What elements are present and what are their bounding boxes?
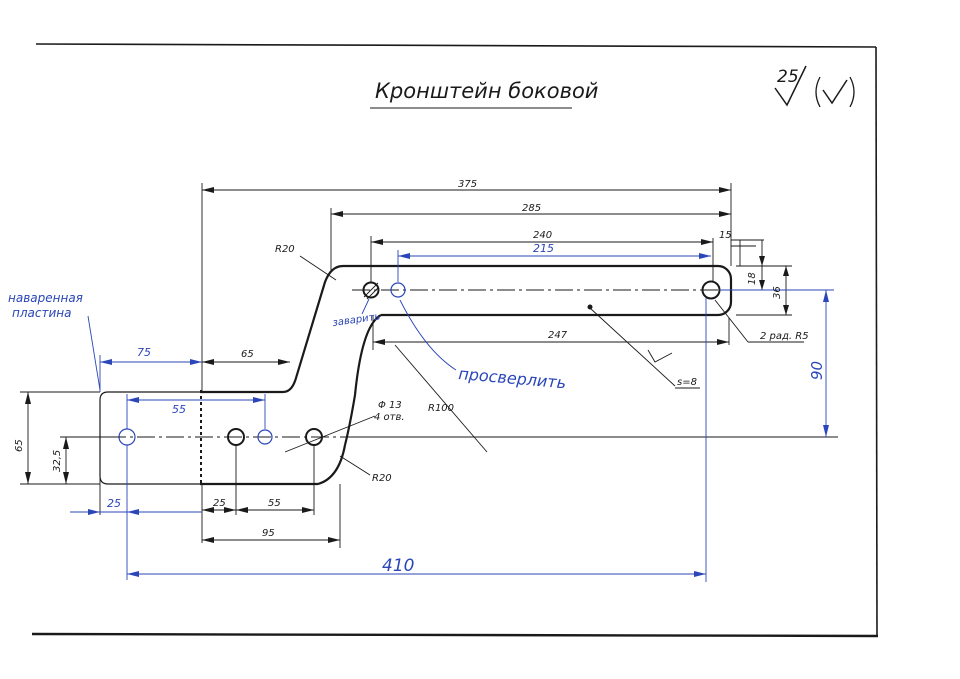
roughness-value: 25	[777, 67, 799, 87]
dim-18: 18	[747, 272, 758, 285]
dim-95: 95	[262, 528, 275, 539]
hole-bottom-drill	[257, 429, 273, 445]
roughness-symbol: 25	[774, 65, 855, 108]
radius-r20-bottom: R20	[372, 473, 392, 484]
bracket-outline	[99, 264, 733, 486]
hole-top-welded	[362, 281, 380, 299]
frame-top	[35, 43, 877, 48]
hole-slot-end	[701, 280, 721, 300]
drawing-title: Кронштейн боковой	[375, 79, 598, 103]
blue-dimension-lines	[70, 250, 834, 582]
frame-bottom	[31, 632, 879, 638]
dim-25: 25	[213, 498, 226, 509]
dim-240: 240	[533, 230, 552, 241]
dimension-lines	[25, 187, 804, 543]
radius-r100: R100	[428, 403, 454, 414]
dim-65-side: 65	[14, 439, 25, 452]
dim-285: 285	[522, 203, 541, 214]
extension-lines	[20, 183, 792, 548]
dim-15: 15	[719, 230, 732, 241]
frame-right	[875, 46, 878, 637]
hole-diameter: Φ 13	[378, 400, 402, 411]
slot-radius-note: 2 рад. R5	[760, 331, 809, 342]
note-plate-line1: наваренная	[8, 291, 83, 305]
dim-247: 247	[548, 330, 568, 341]
note-weld-over: заварить	[332, 311, 381, 329]
dim-65-step: 65	[241, 349, 254, 360]
hole-count: 4 отв.	[374, 412, 405, 423]
radius-r20-top: R20	[275, 244, 295, 255]
dim-375: 375	[458, 179, 477, 190]
dim-75: 75	[137, 346, 151, 359]
dim-90: 90	[808, 361, 826, 380]
thickness-note: s=8	[677, 377, 697, 388]
note-plate-line2: пластина	[12, 306, 71, 320]
dim-55: 55	[268, 498, 281, 509]
dim-36: 36	[772, 286, 783, 299]
dim-25-left: 25	[107, 497, 121, 510]
note-drill: просверлить	[458, 364, 567, 392]
dim-55-inner: 55	[172, 403, 186, 416]
dim-410: 410	[382, 556, 414, 576]
dim-215: 215	[533, 242, 554, 255]
dim-32-5: 32,5	[52, 450, 63, 472]
hole-top-drill	[390, 282, 406, 298]
